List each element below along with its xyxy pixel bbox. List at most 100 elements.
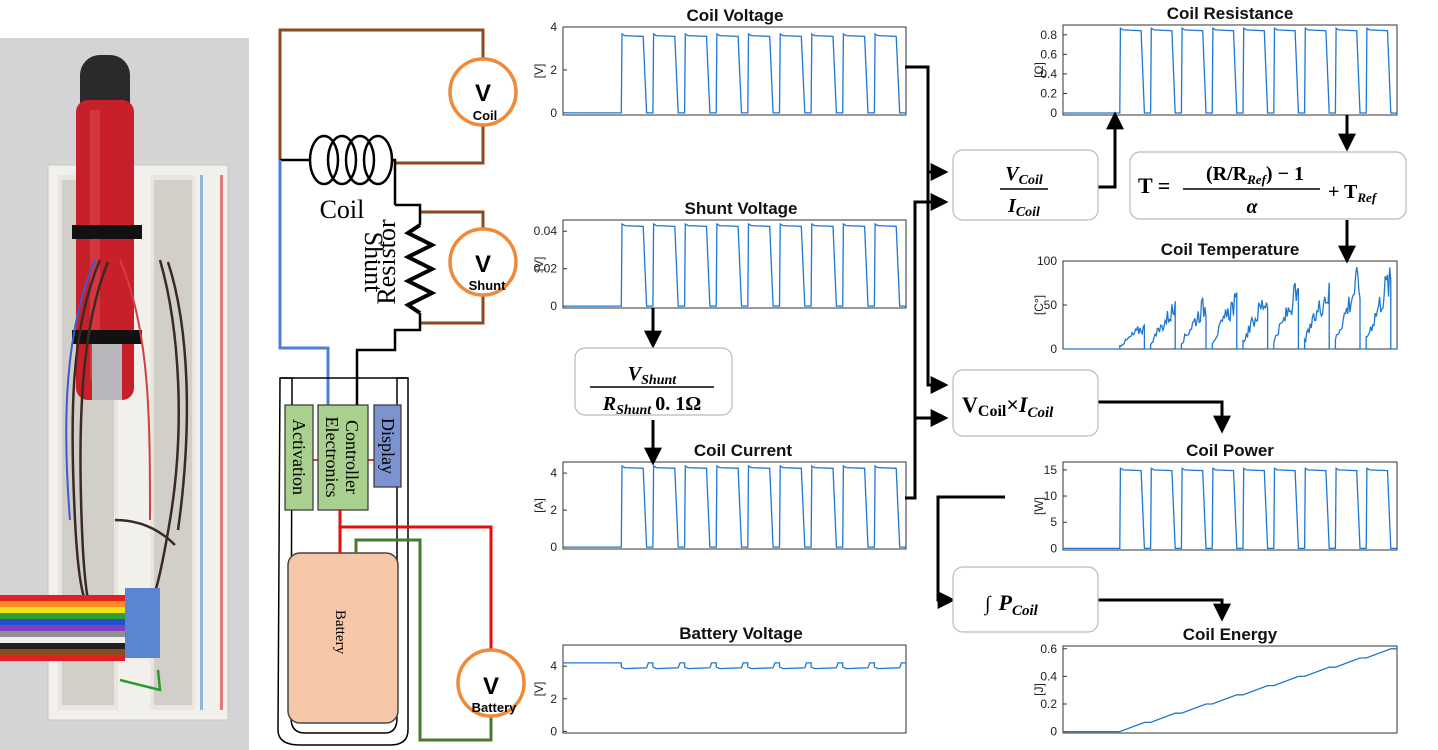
chart-title: Battery Voltage — [679, 624, 802, 643]
plot-frame — [1062, 260, 1398, 350]
chart-title: Shunt Voltage — [684, 199, 797, 218]
resistor-symbol — [403, 223, 437, 315]
y-tick-label: 2 — [550, 63, 557, 77]
temperature-formula: T = (R/RRef) − 1 α + TRef — [1129, 151, 1407, 220]
plot-frame — [1062, 645, 1398, 734]
battery-voltmeter: V Battery — [456, 648, 526, 718]
display-module: Display — [373, 404, 402, 488]
y-tick-label: 0 — [1050, 725, 1057, 739]
data-series-line — [1063, 648, 1397, 733]
y-axis-label: [V] — [532, 257, 546, 272]
y-tick-label: 0 — [550, 299, 557, 313]
coil-power-chart: Coil Power 0 5 10 15 [W] — [1032, 441, 1398, 555]
y-tick-label: 2 — [550, 503, 557, 517]
y-tick-label: 0 — [1050, 106, 1057, 120]
y-tick-label: 10 — [1044, 489, 1058, 503]
y-axis-label: [V] — [532, 64, 546, 79]
data-series-line — [563, 662, 906, 670]
shunt-voltage-chart: Shunt Voltage 0 0.02 0.04 [V] — [532, 199, 907, 313]
device-photo — [0, 38, 249, 750]
plot-frame — [562, 644, 907, 734]
y-tick-label: 0.6 — [1040, 642, 1057, 656]
y-tick-label: 0 — [1050, 342, 1057, 356]
chart-title: Coil Temperature — [1161, 240, 1300, 259]
circuit-diagram: Coil Shunt Resistor V Coil V Shunt — [277, 28, 526, 746]
y-tick-label: 100 — [1037, 254, 1057, 268]
y-tick-label: 0 — [550, 724, 557, 738]
svg-text:VCoil×ICoil: VCoil×ICoil — [962, 392, 1054, 421]
svg-text:Battery: Battery — [332, 610, 348, 655]
y-tick-label: 0.04 — [534, 224, 558, 238]
y-tick-label: 0 — [1050, 541, 1057, 555]
y-axis-label: [W] — [1032, 497, 1046, 515]
y-tick-label: 0.02 — [534, 262, 558, 276]
svg-text:Display: Display — [378, 418, 398, 474]
plot-frame — [562, 461, 907, 550]
plot-frame — [562, 219, 907, 309]
svg-text:Electronics: Electronics — [322, 417, 342, 498]
y-tick-label: 0.4 — [1040, 67, 1057, 81]
chart-title: Coil Voltage — [687, 6, 784, 25]
coil-symbol — [308, 134, 394, 186]
y-tick-label: 0 — [550, 106, 557, 120]
data-series-line — [1063, 27, 1397, 114]
svg-text:V: V — [475, 80, 491, 107]
coil-voltage-chart: Coil Voltage 0 2 4 [V] — [532, 6, 907, 120]
svg-text:Coil: Coil — [473, 108, 498, 123]
y-tick-label: 0.6 — [1040, 47, 1057, 61]
data-series-line — [1063, 467, 1397, 550]
battery-cell: Battery — [287, 552, 399, 724]
y-axis-label: [Ω] — [1032, 62, 1046, 78]
coil-label: Coil — [320, 195, 365, 224]
chart-title: Coil Current — [694, 441, 793, 460]
shunt-voltmeter: V Shunt — [448, 227, 518, 297]
y-tick-label: 2 — [550, 692, 557, 706]
svg-text:Battery: Battery — [472, 700, 518, 715]
resistance-formula: VCoil ICoil — [952, 149, 1099, 221]
controller-electronics-module: Electronics Controller — [317, 404, 369, 511]
svg-text:α: α — [1246, 196, 1258, 218]
plot-frame — [562, 26, 907, 116]
y-tick-label: 0.2 — [1040, 86, 1057, 100]
activation-module: Activation — [284, 404, 314, 511]
chart-title: Coil Energy — [1183, 625, 1278, 644]
resistor-label: Resistor — [372, 219, 401, 305]
svg-text:Shunt: Shunt — [469, 278, 506, 293]
data-series-line — [563, 222, 906, 307]
y-tick-label: 4 — [550, 20, 557, 34]
y-tick-label: 4 — [550, 466, 557, 480]
y-axis-label: [C°] — [1032, 295, 1046, 315]
coil-voltmeter: V Coil — [448, 57, 518, 127]
y-tick-label: 15 — [1044, 463, 1058, 477]
y-tick-label: 0.2 — [1040, 697, 1057, 711]
plot-frame — [1062, 24, 1398, 116]
svg-text:Controller: Controller — [342, 420, 362, 494]
svg-text:V: V — [483, 673, 499, 700]
y-axis-label: [V] — [532, 682, 546, 697]
svg-text:T =: T = — [1138, 173, 1170, 198]
shunt-label: Shunt — [359, 232, 388, 293]
data-series-line — [1063, 266, 1397, 350]
svg-text:VCoil: VCoil — [1005, 163, 1043, 188]
chart-title: Coil Power — [1186, 441, 1274, 460]
y-tick-label: 0.4 — [1040, 669, 1057, 683]
y-tick-label: 0 — [550, 540, 557, 554]
flow-arrows — [644, 65, 1356, 622]
power-formula: VCoil×ICoil — [952, 369, 1099, 437]
svg-text:ICoil: ICoil — [1007, 195, 1040, 220]
data-series-line — [563, 32, 906, 114]
svg-text:∫PCoil: ∫PCoil — [983, 590, 1039, 619]
data-series-line — [563, 464, 906, 548]
y-tick-label: 5 — [1050, 515, 1057, 529]
svg-text:+ TRef: + TRef — [1328, 181, 1378, 205]
svg-text:(R/RRef) − 1: (R/RRef) − 1 — [1206, 163, 1304, 187]
energy-formula: ∫PCoil — [952, 566, 1099, 633]
